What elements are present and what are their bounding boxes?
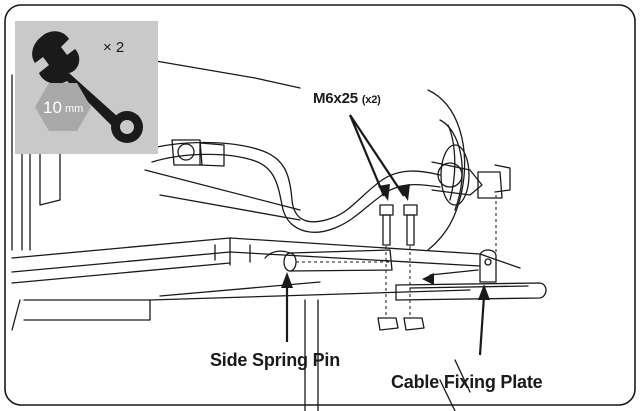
cable-fixing-plate-label: Cable Fixing Plate	[391, 372, 543, 392]
tool-quantity-label: × 2	[103, 39, 125, 56]
bolt-quantity: (x2)	[361, 94, 381, 106]
tool-size-value: 10	[43, 98, 62, 117]
tool-size-unit: mm	[65, 103, 84, 115]
tool-badge: × 2 10 mm	[15, 21, 158, 154]
side-spring-pin-label: Side Spring Pin	[210, 350, 341, 370]
wrench-icon	[32, 31, 143, 143]
bolt-label: M6x25 (x2)	[313, 90, 381, 107]
bolt-name: M6x25	[313, 90, 358, 107]
